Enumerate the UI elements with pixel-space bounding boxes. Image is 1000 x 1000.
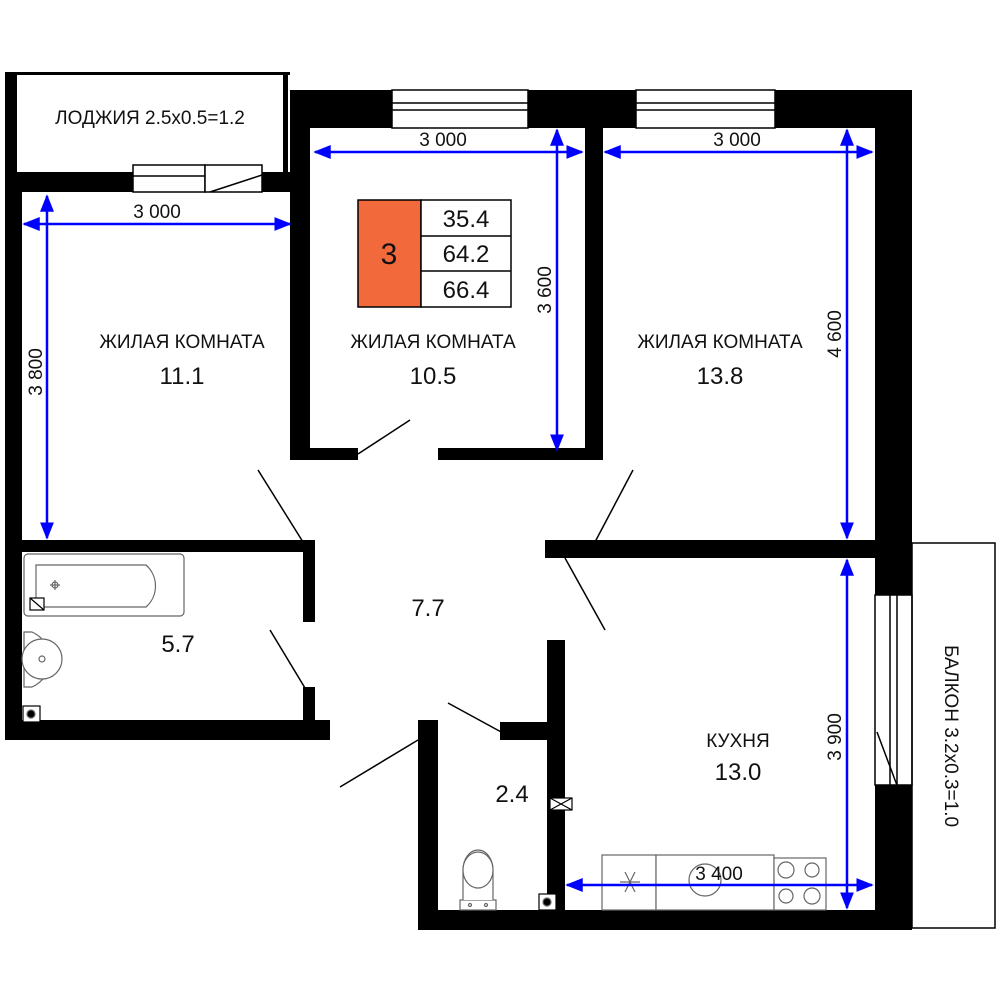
bedroom-left-name: ЖИЛАЯ КОМНАТА [99, 332, 265, 353]
bedroom-right-area: 13.8 [697, 363, 744, 390]
meter-icon [549, 797, 573, 811]
loggia-wall-top [5, 72, 290, 75]
center-room-wall-bottom-b [438, 448, 588, 460]
walls [5, 72, 912, 930]
balcony-label: БАЛКОН 3.2х0.3=1.0 [940, 645, 961, 827]
kitchen-area: 13.0 [715, 759, 762, 786]
floor-drain-icon [22, 705, 41, 723]
dim-right-width: 3 000 [713, 130, 761, 151]
bedroom-right-name: ЖИЛАЯ КОМНАТА [637, 332, 803, 353]
toilet-icon [459, 849, 497, 911]
outer-wall-top-left [5, 172, 133, 192]
bathroom-wall-bottom [5, 720, 330, 740]
sink-icon [21, 631, 63, 688]
door-swings [209, 174, 899, 789]
bathtub-icon [23, 553, 185, 617]
window-right [635, 89, 776, 129]
bathroom-wall-right-b [303, 687, 315, 740]
room-labels: ЛОДЖИЯ 2.5х0.5=1.2 ЖИЛАЯ КОМНАТА 11.1 ЖИ… [55, 108, 961, 827]
toilet-kitchen-wall [547, 640, 565, 915]
badge-rooms-count: 3 [381, 238, 398, 271]
center-room-wall-left [290, 128, 310, 458]
toilet-wall-left [418, 720, 438, 930]
bedroom-left-area: 11.1 [160, 363, 205, 390]
hall-area: 7.7 [411, 595, 444, 622]
balcony-frame [911, 542, 996, 929]
windows [132, 89, 996, 929]
center-room-wall-right [585, 118, 603, 460]
dim-left-width: 3 000 [133, 202, 181, 223]
badge-rooms-box [357, 199, 422, 308]
top-wall-a [290, 90, 392, 128]
badge-area-with-loggia: 66.4 [443, 277, 490, 304]
center-room-wall-bottom-a [290, 448, 358, 460]
right-room-wall-bottom [545, 540, 912, 558]
outer-wall-right-top [875, 90, 912, 595]
top-wall-b [528, 90, 636, 128]
dim-kitchen-width: 3 400 [695, 864, 743, 885]
toilet-wall-top [500, 722, 565, 740]
dim-center-height: 3 600 [535, 266, 556, 314]
badge-area-total: 64.2 [443, 241, 490, 268]
dim-left-height: 3 800 [26, 348, 47, 396]
toilet-area: 2.4 [495, 781, 528, 808]
dimension-lines [22, 128, 874, 910]
outer-wall-left [5, 172, 22, 737]
loggia-wall-right [283, 72, 288, 172]
window-center [391, 89, 529, 129]
bathroom-area: 5.7 [161, 631, 194, 658]
outer-wall-right-bottom [875, 785, 912, 930]
apartment-badge: 3 35.4 64.2 66.4 [357, 199, 512, 308]
kitchen-name: КУХНЯ [706, 731, 769, 752]
bathroom-wall-right-a [303, 540, 315, 622]
outer-wall-bottom [418, 910, 912, 930]
bedroom-center-name: ЖИЛАЯ КОМНАТА [350, 332, 516, 353]
dim-kitchen-height: 3 900 [825, 713, 846, 761]
bedroom-center-area: 10.5 [410, 363, 457, 390]
window-kitchen [874, 594, 913, 786]
window-loggia-left [132, 164, 206, 193]
dimension-labels: 3 000 3 000 3 000 3 800 3 600 4 600 3 90… [26, 130, 846, 885]
dim-center-width: 3 000 [419, 130, 467, 151]
floor-drain-toilet-icon [538, 893, 557, 911]
badge-area-living: 35.4 [443, 206, 490, 233]
dim-right-height: 4 600 [825, 310, 846, 358]
bathroom-wall-top [5, 540, 315, 552]
loggia-label: ЛОДЖИЯ 2.5х0.5=1.2 [55, 108, 245, 129]
loggia-wall-left [5, 72, 17, 190]
